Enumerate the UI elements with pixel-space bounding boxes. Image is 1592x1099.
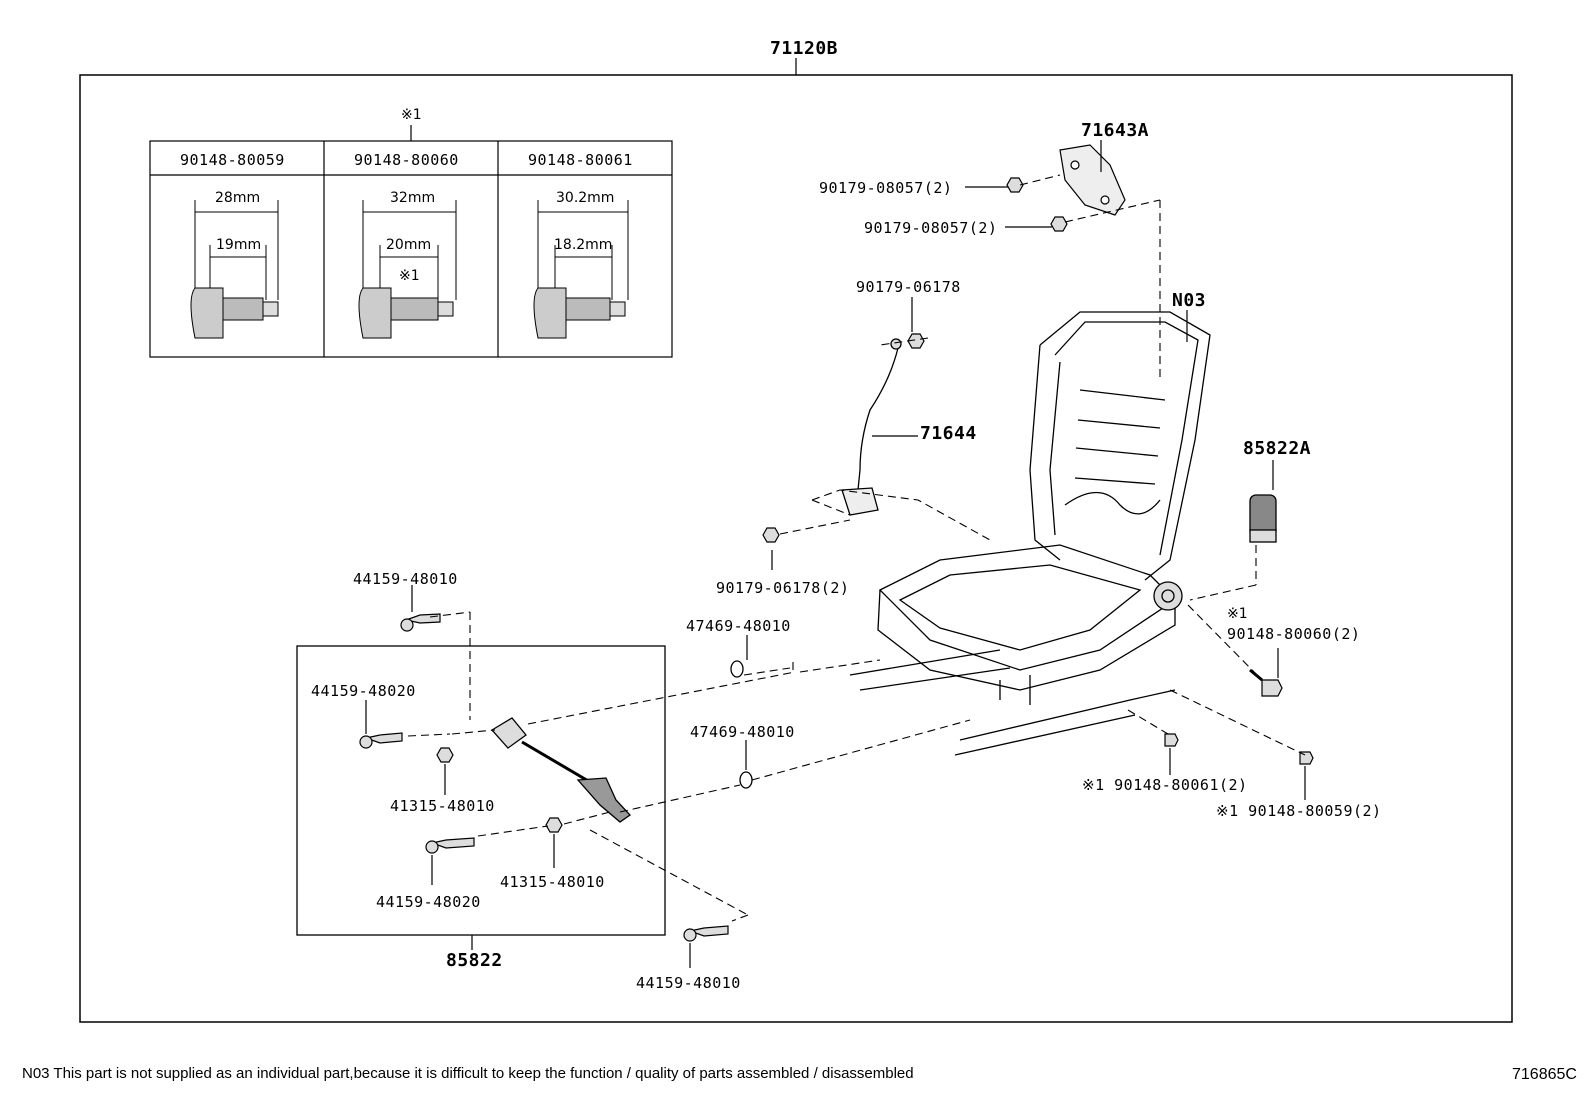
bolt-col-1-part: 90148-80059	[180, 151, 285, 169]
bolt-col-2-outer-dim: 32mm	[390, 190, 436, 206]
diagram-code: 716865C	[1512, 1066, 1577, 1083]
motor-85822a	[1249, 494, 1277, 543]
footer-note: N03 This part is not supplied as an indi…	[22, 1065, 914, 1082]
bolt-col-3-inner-dim: 18.2mm	[554, 237, 613, 253]
callout-44159-48010-top: 44159-48010	[353, 570, 458, 588]
bolt-drawing-80061	[533, 200, 629, 339]
bolt-drawing-80060	[358, 200, 457, 339]
callout-41315-48010-b: 41315-48010	[500, 873, 605, 891]
callout-90179-08057-a: 90179-08057(2)	[819, 179, 953, 197]
seat-frame-illustration	[849, 311, 1211, 756]
assembly-frame	[79, 74, 1513, 1023]
sub-assembly-85822-box	[296, 645, 666, 936]
callout-85822: 85822	[446, 950, 503, 971]
callout-90179-06178: 90179-06178	[856, 278, 961, 296]
bolt-col-2-inner-dim: 20mm	[386, 237, 432, 253]
callout-47469-48010-b: 47469-48010	[690, 723, 795, 741]
bolt-col-2-marker: ※1	[399, 268, 420, 284]
callout-41315-48010-a: 41315-48010	[390, 797, 495, 815]
bolt-drawing-80059	[190, 200, 279, 339]
callout-90148-80059: ※1 90148-80059(2)	[1216, 802, 1382, 820]
callout-85822a: 85822A	[1243, 438, 1312, 459]
assembly-label: 71120B	[770, 38, 839, 59]
callout-47469-48010-a: 47469-48010	[686, 617, 791, 635]
bolt-col-3-outer-dim: 30.2mm	[556, 190, 615, 206]
bolt-symbols	[359, 613, 1314, 942]
leader-lines	[365, 140, 1306, 968]
callout-90148-80060-marker: ※1	[1227, 606, 1248, 622]
bolt-spec-table	[149, 125, 673, 358]
callout-71644: 71644	[920, 423, 977, 444]
bolt-col-3-part: 90148-80061	[528, 151, 633, 169]
bolt-col-1-inner-dim: 19mm	[216, 237, 262, 253]
callout-90148-80060: 90148-80060(2)	[1227, 625, 1361, 643]
callout-44159-48010-bottom: 44159-48010	[636, 974, 741, 992]
callout-90179-06178-2: 90179-06178(2)	[716, 579, 850, 597]
callout-71643a: 71643A	[1081, 120, 1150, 141]
bolt-col-1-outer-dim: 28mm	[215, 190, 261, 206]
drive-shaft-85822	[490, 717, 631, 823]
cable-71644	[841, 338, 902, 516]
recliner-part-71643a	[1059, 144, 1126, 216]
bolt-col-2-part: 90148-80060	[354, 151, 459, 169]
installation-dash-lines	[407, 174, 1306, 922]
bolt-table-marker: ※1	[401, 107, 422, 123]
nut-symbols	[436, 177, 1068, 833]
callout-44159-48020-b: 44159-48020	[376, 893, 481, 911]
callout-90148-80061: ※1 90148-80061(2)	[1082, 776, 1248, 794]
callout-n03: N03	[1172, 290, 1207, 311]
callout-44159-48020-a: 44159-48020	[311, 682, 416, 700]
callout-90179-08057-b: 90179-08057(2)	[864, 219, 998, 237]
